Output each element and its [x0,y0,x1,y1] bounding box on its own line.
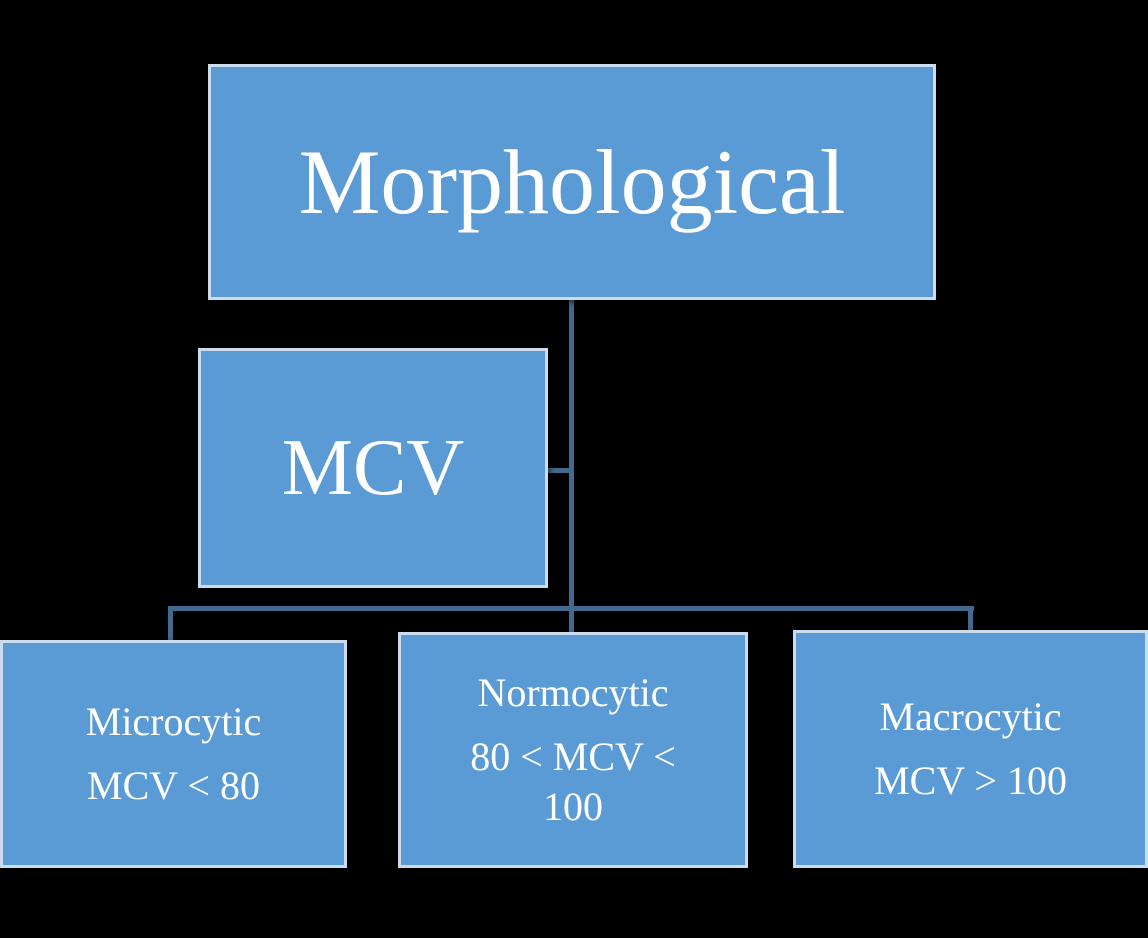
macrocytic-node-title: Macrocytic [879,694,1062,739]
left-drop-connector-line [168,606,173,644]
mcv-node: MCV [198,348,548,588]
normocytic-node-range: 80 < MCV < 100 [470,734,676,829]
mcv-connector-line [548,468,572,473]
morphological-node-label: Morphological [298,131,846,233]
normocytic-node-title: Normocytic [477,670,669,715]
microcytic-node: Microcytic MCV < 80 [0,640,347,868]
microcytic-node-range: MCV < 80 [87,763,260,808]
mcv-node-label: MCV [281,423,465,512]
morphological-node: Morphological [208,64,936,300]
right-drop-connector-line [968,606,973,634]
crossbar-connector-line [168,606,974,611]
macrocytic-node-range: MCV > 100 [874,758,1067,803]
macrocytic-node: Macrocytic MCV > 100 [793,630,1148,868]
microcytic-node-title: Microcytic [85,699,262,744]
normocytic-node: Normocytic 80 < MCV < 100 [398,632,748,868]
